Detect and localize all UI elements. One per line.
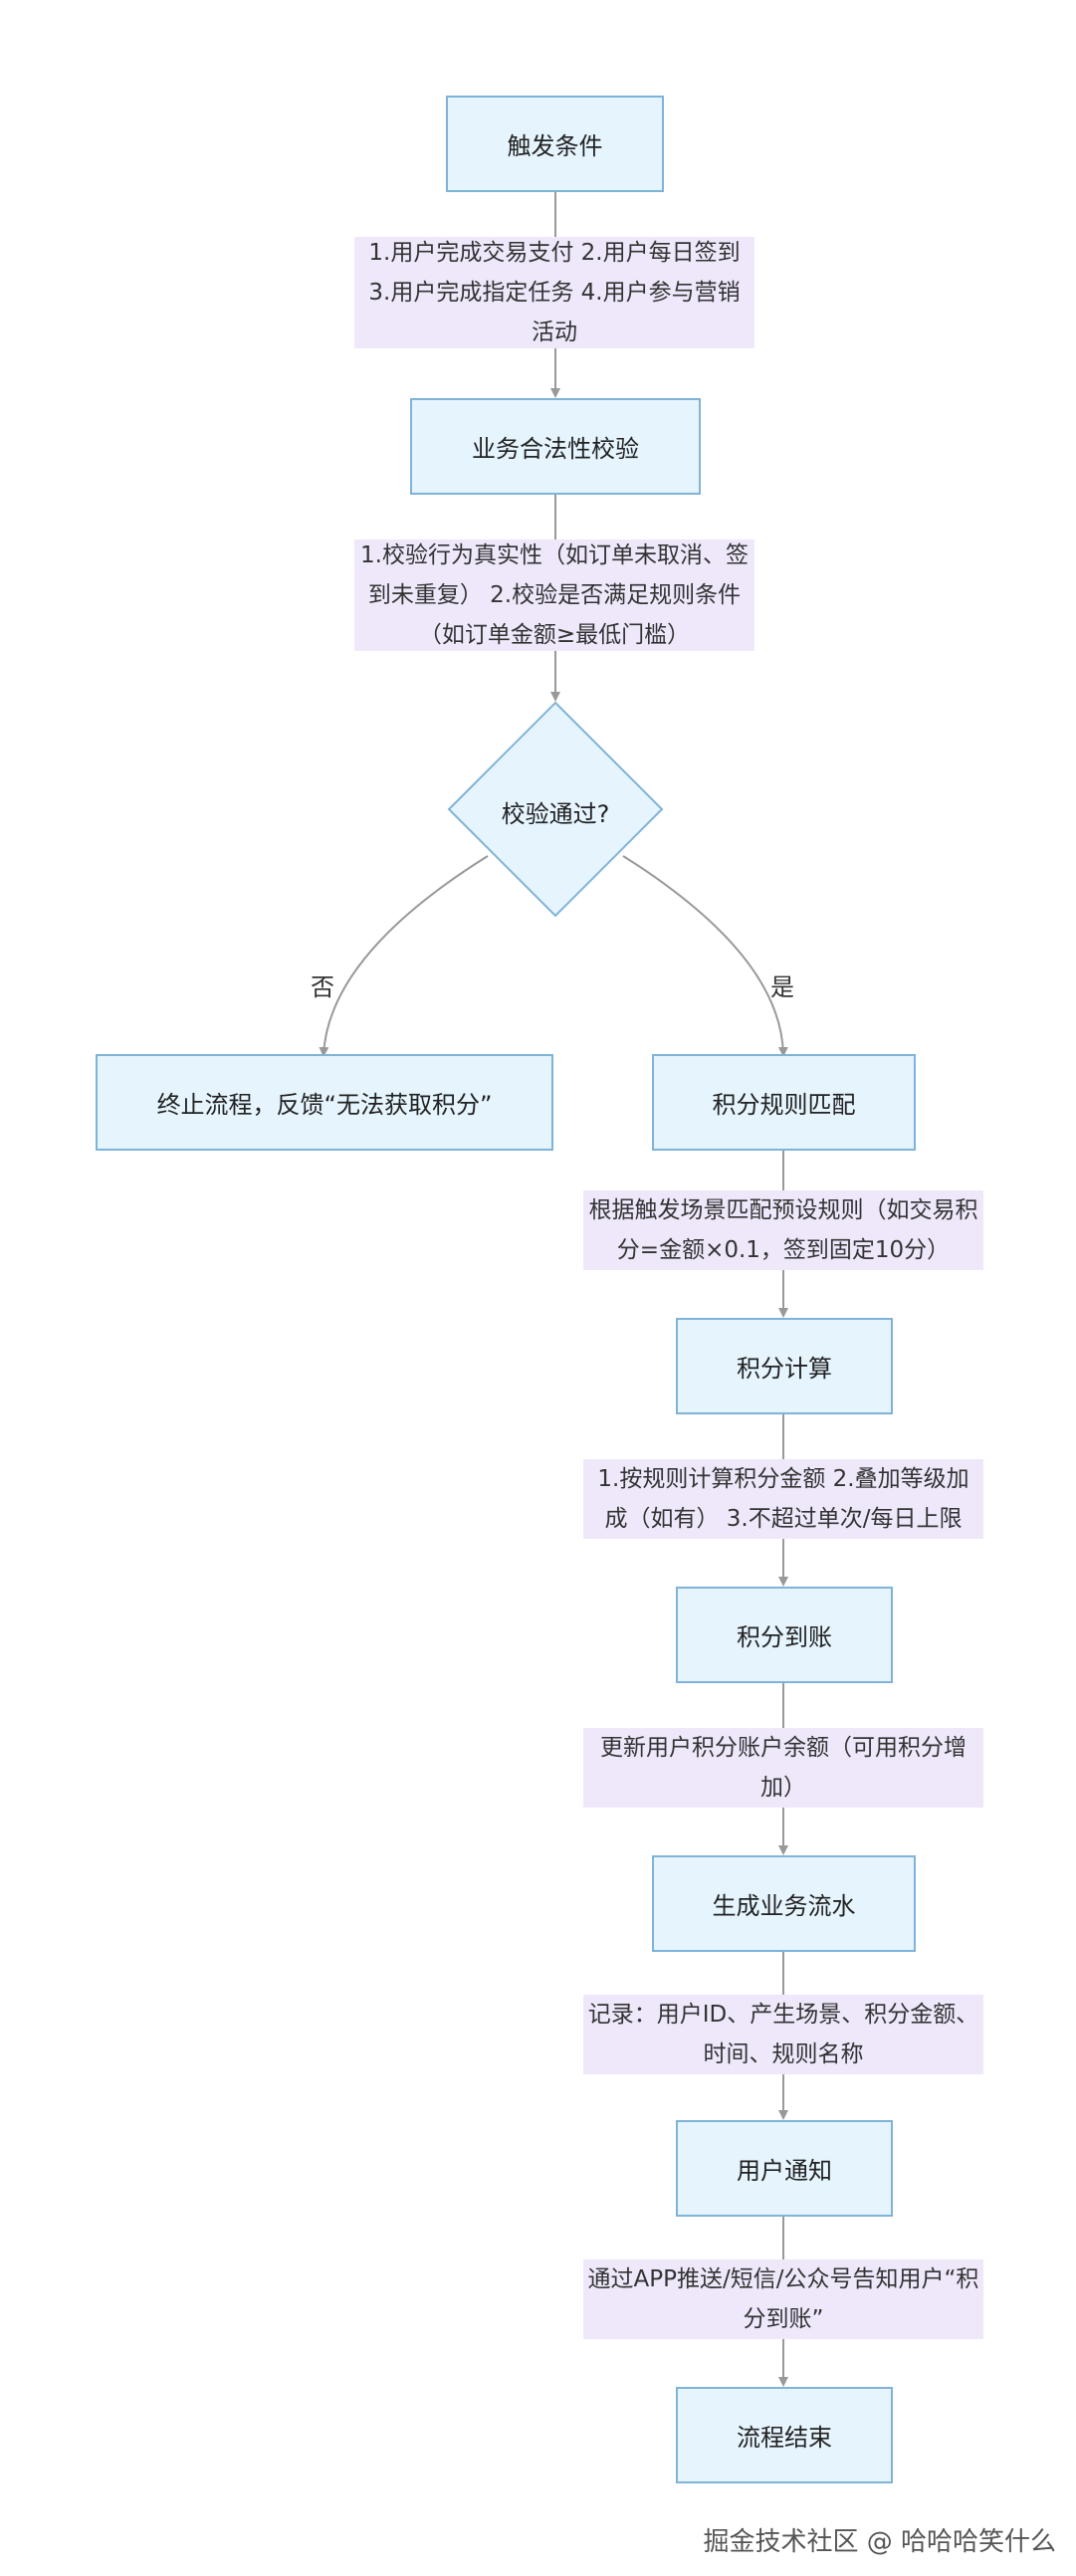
edge-label-ledger: 记录：用户ID、产生场景、积分金额、时间、规则名称: [583, 1995, 983, 2074]
watermark: 掘金技术社区 @ 哈哈哈笑什么: [703, 2527, 1056, 2557]
node-trigger: 触发条件: [446, 96, 664, 192]
node-notify: 用户通知: [676, 2120, 893, 2217]
edge-label-notify: 通过APP推送/短信/公众号告知用户“积分到账”: [583, 2259, 983, 2339]
node-legality-check: 业务合法性校验: [410, 398, 701, 495]
node-credit: 积分到账: [676, 1587, 893, 1683]
edge-label-credit: 更新用户积分账户余额（可用积分增加）: [583, 1728, 983, 1808]
decision-diamond: [447, 701, 664, 918]
connector-decision-yes: [622, 855, 788, 1057]
connector-decision-no: [319, 855, 489, 1057]
edge-label-rule-match: 根据触发场景匹配预设规则（如交易积分=金额×0.1，签到固定10分）: [583, 1190, 983, 1270]
edge-label-yes: 是: [770, 973, 794, 1001]
edge-label-no: 否: [311, 973, 334, 1001]
node-rule-match: 积分规则匹配: [652, 1054, 916, 1151]
edge-label-trigger: 1.用户完成交易支付 2.用户每日签到 3.用户完成指定任务 4.用户参与营销活…: [354, 237, 754, 348]
node-stop: 终止流程，反馈“无法获取积分”: [96, 1054, 553, 1151]
node-decision-text: 校验通过?: [501, 800, 610, 828]
node-end: 流程结束: [676, 2387, 893, 2483]
edge-label-calc: 1.按规则计算积分金额 2.叠加等级加成（如有） 3.不超过单次/每日上限: [583, 1459, 983, 1539]
node-ledger: 生成业务流水: [652, 1855, 916, 1952]
node-calc: 积分计算: [676, 1318, 893, 1414]
edge-label-legality: 1.校验行为真实性（如订单未取消、签到未重复） 2.校验是否满足规则条件（如订单…: [354, 539, 754, 651]
